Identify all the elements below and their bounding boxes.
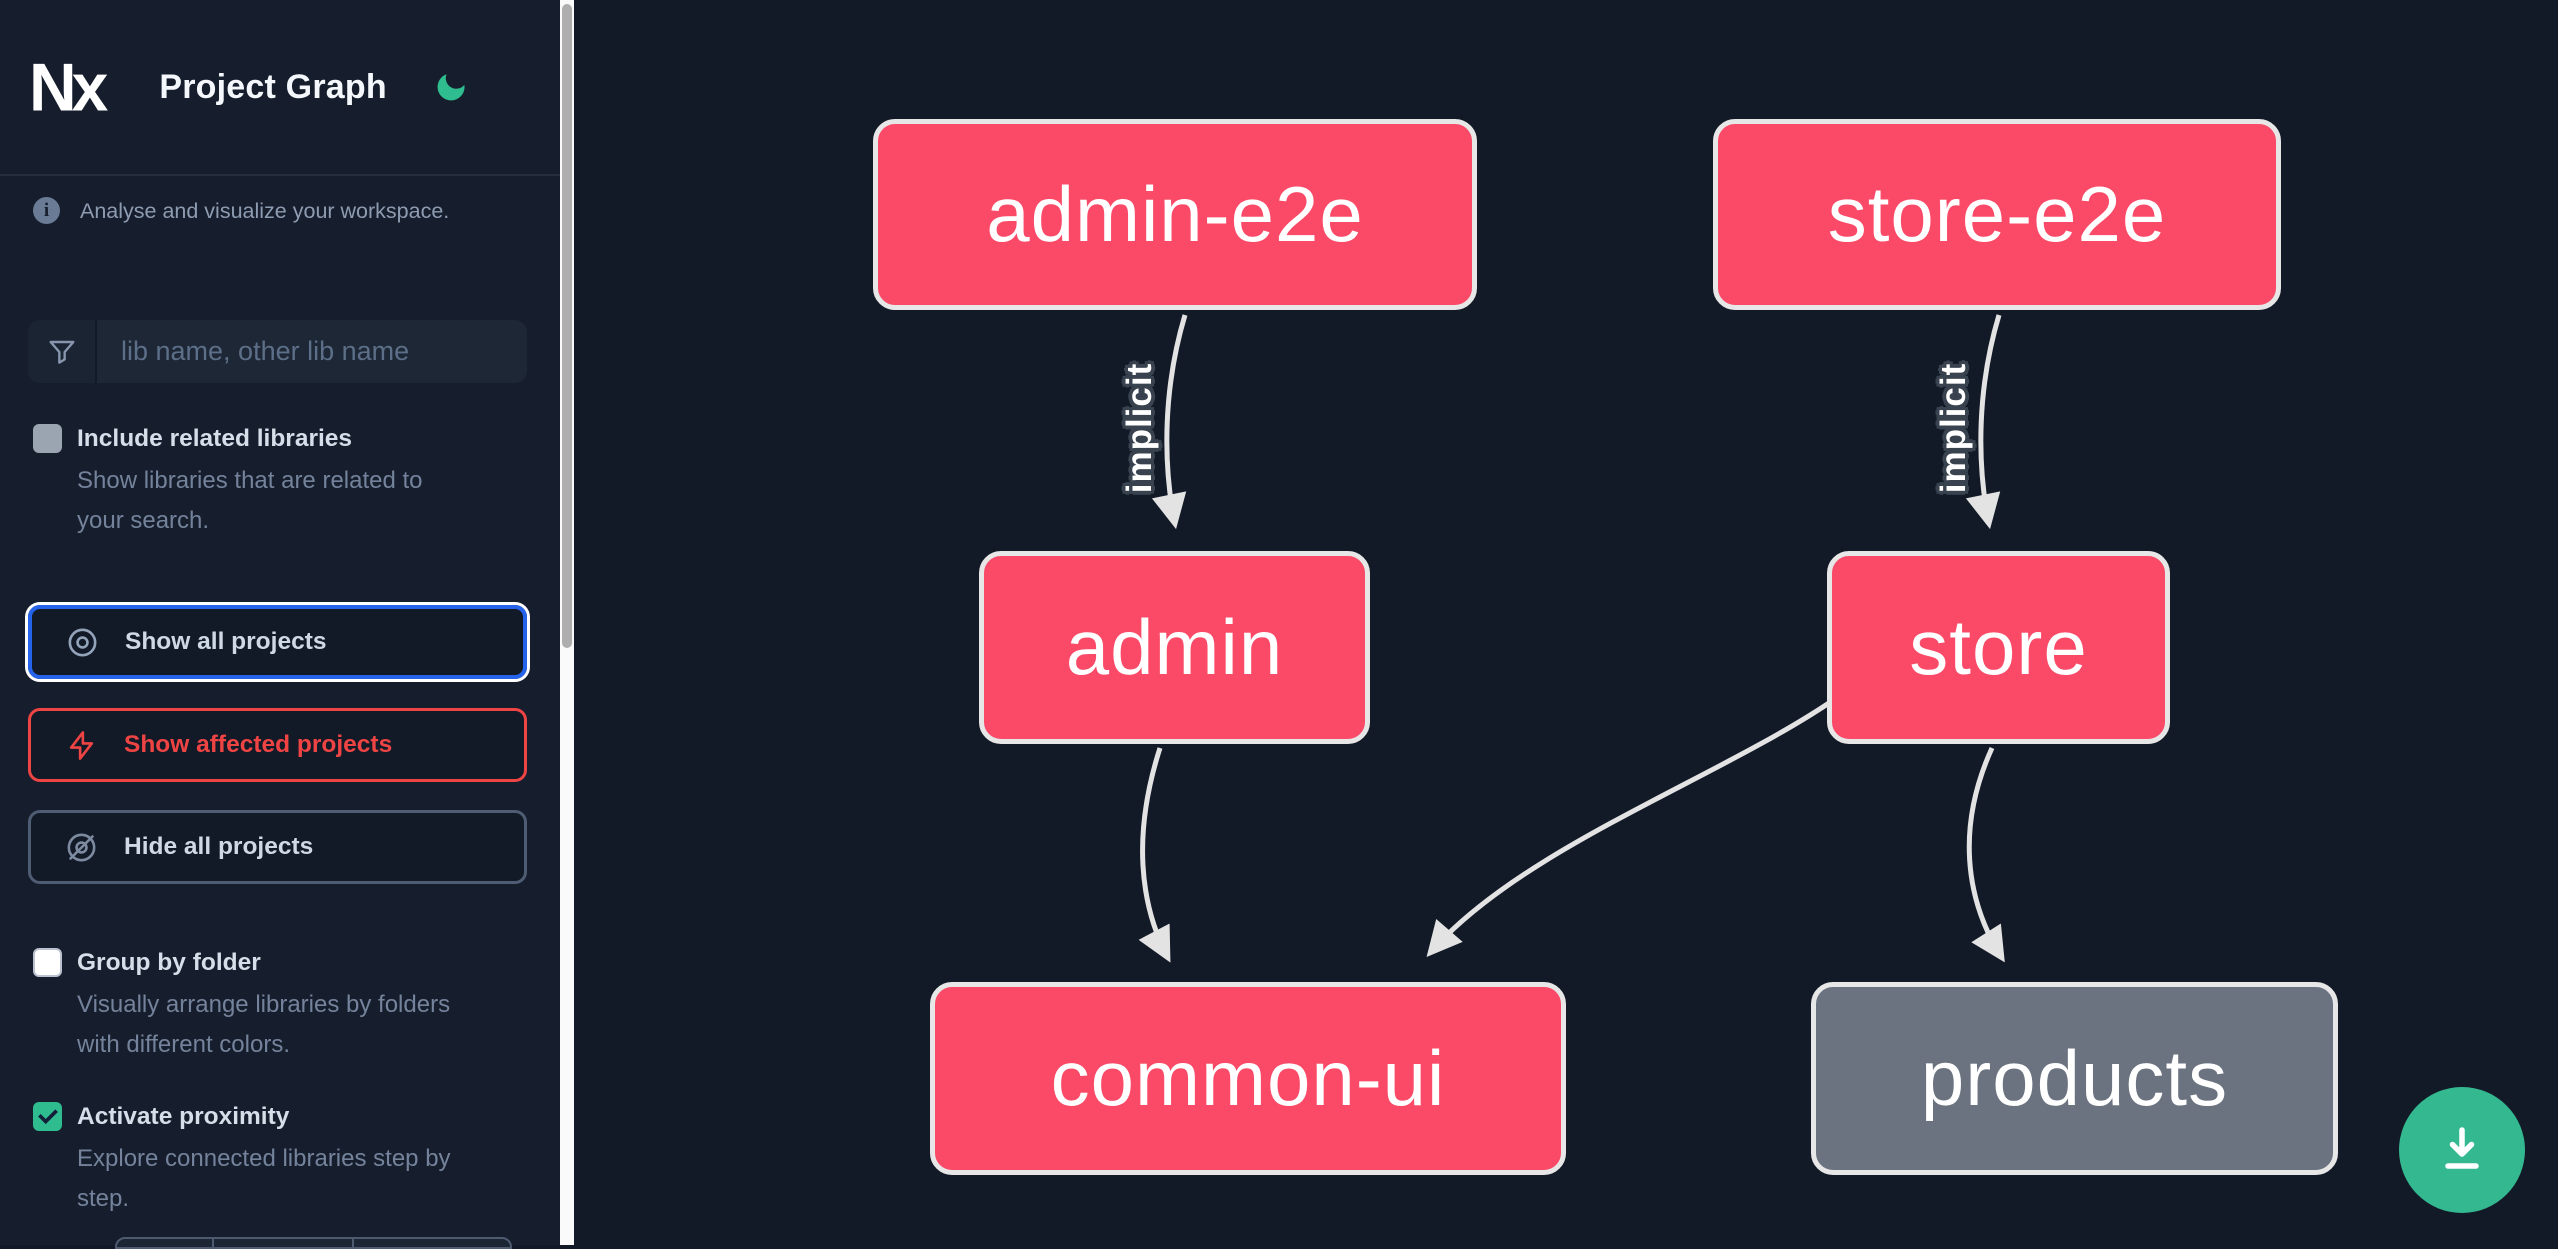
project-filter [28,320,527,383]
dependency-edges [1138,314,2005,963]
bolt-icon [69,730,94,760]
activate-proximity-label: Activate proximity [77,1103,290,1130]
hide-all-projects-label: Hide all projects [124,833,314,860]
proximity-increment-segment[interactable] [354,1239,510,1247]
workspace-tagline-row: i Analyse and visualize your workspace. [33,196,533,226]
proximity-decrement-segment[interactable] [117,1239,214,1247]
edge-admin-e2e-admin [1151,314,1188,530]
nx-logo: Nx [29,49,108,125]
show-all-projects-button[interactable]: Show all projects [28,605,527,679]
node-store[interactable]: store [1827,551,2170,744]
edge-store-products [1966,746,2005,963]
include-related-row: Include related libraries Show libraries… [33,422,533,541]
hide-all-projects-button[interactable]: Hide all projects [28,810,527,884]
download-icon [2445,1127,2479,1169]
search-input[interactable] [97,320,527,383]
dark-mode-moon-icon[interactable] [429,65,473,109]
proximity-value-segment [214,1239,354,1247]
download-image-button[interactable] [2399,1087,2525,1213]
group-by-folder-label: Group by folder [77,949,261,976]
include-related-checkbox[interactable] [33,424,62,453]
sidebar-scrollbar-thumb[interactable] [562,4,572,648]
proximity-depth-control[interactable] [115,1237,512,1249]
node-admin[interactable]: admin [979,551,1370,744]
info-icon: i [33,197,60,224]
page-title: Project Graph [159,67,387,106]
group-by-folder-desc: Visually arrange libraries by folders wi… [77,991,451,1058]
edge-label-implicit-store: implicit [1934,362,1973,494]
eye-off-icon [67,833,96,861]
workspace-tagline: Analyse and visualize your workspace. [80,199,450,223]
activate-proximity-desc: Explore connected libraries step by step… [77,1145,451,1212]
node-products[interactable]: products [1811,982,2338,1175]
activate-proximity-row: Activate proximity Explore connected lib… [33,1100,533,1219]
node-common-ui[interactable]: common-ui [930,982,1566,1175]
activate-proximity-checkbox[interactable] [33,1102,62,1131]
sidebar: Nx Project Graph i Analyse and visualize… [0,0,560,1249]
sidebar-scrollbar-track[interactable] [560,0,574,1245]
node-admin-e2e[interactable]: admin-e2e [873,119,1477,310]
project-graph-canvas[interactable]: implicit implicit admin-e2e store-e2e ad… [574,0,2558,1245]
group-by-folder-checkbox[interactable] [33,948,62,977]
checkmark-icon [37,1108,58,1124]
edge-label-implicit-admin: implicit [1120,362,1159,494]
edge-store-e2e-store [1965,314,2002,530]
edge-store-common-ui [1426,700,1831,957]
show-affected-projects-label: Show affected projects [124,731,393,758]
filter-iconbox [28,320,97,383]
filter-funnel-icon [48,340,75,364]
include-related-desc: Show libraries that are related to your … [77,467,423,534]
show-affected-projects-button[interactable]: Show affected projects [28,708,527,782]
sidebar-header: Nx Project Graph [0,0,560,176]
eye-icon [68,628,97,656]
edge-admin-common-ui [1138,747,1171,963]
group-by-folder-row: Group by folder Visually arrange librari… [33,946,533,1065]
node-store-e2e[interactable]: store-e2e [1713,119,2281,310]
show-all-projects-label: Show all projects [125,628,327,655]
include-related-label: Include related libraries [77,425,353,452]
